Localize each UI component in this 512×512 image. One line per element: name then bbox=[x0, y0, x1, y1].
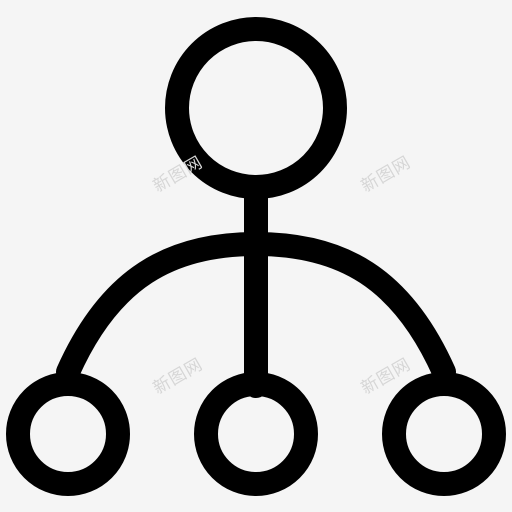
center-child-node-circle bbox=[194, 372, 318, 496]
branch-arc bbox=[56, 231, 456, 384]
right-child-node-circle bbox=[382, 372, 506, 496]
left-child-node-circle bbox=[6, 372, 130, 496]
